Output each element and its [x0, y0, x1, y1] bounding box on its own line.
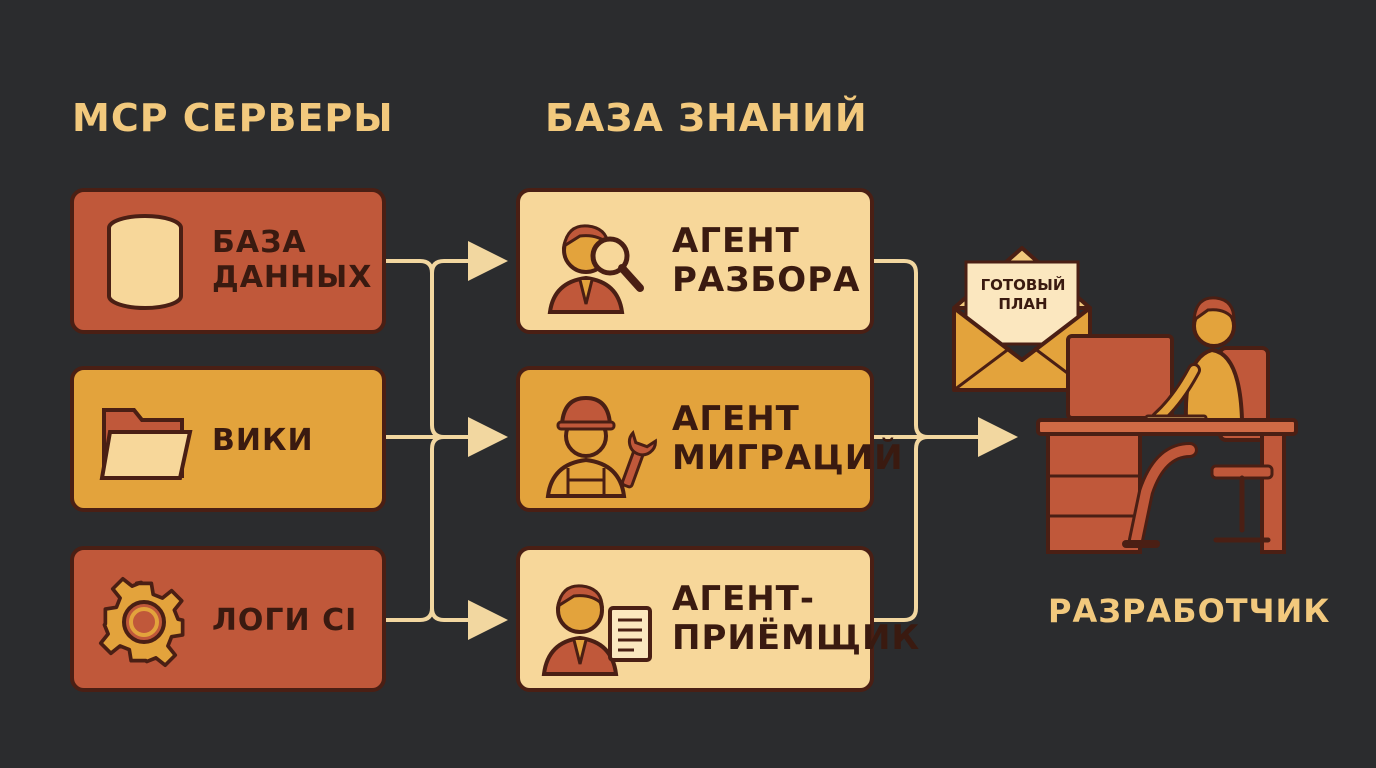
arrow-to-agent-1: [430, 241, 508, 281]
source-label-wiki: ВИКИ: [212, 423, 314, 458]
arrow-database: [384, 259, 446, 439]
developer-illustration: [952, 246, 1298, 554]
heading-mcp-servers: МСР СЕРВЕРЫ: [72, 96, 394, 140]
person-document-icon: [541, 584, 652, 676]
agent-label-migrations: АГЕНТ МИГРАЦИЙ: [672, 399, 904, 479]
folder-icon: [99, 408, 193, 480]
source-box-wiki: ВИКИ: [70, 366, 386, 512]
agent-label-acceptance: АГЕНТ- ПРИЁМЩИК: [672, 579, 921, 659]
envelope-text: ГОТОВЫЙ ПЛАН: [980, 276, 1066, 313]
arrow-to-agent-3: [430, 600, 508, 640]
source-label-database: БАЗА ДАННЫХ: [212, 225, 373, 295]
magnifier-person-icon: [547, 224, 644, 314]
gear-icon: [98, 576, 185, 668]
source-label-ci-logs: ЛОГИ CI: [212, 603, 358, 638]
agent-label-parsing: АГЕНТ РАЗБОРА: [672, 221, 861, 301]
source-box-ci-logs: ЛОГИ CI: [70, 546, 386, 692]
agent-box-acceptance: АГЕНТ- ПРИЁМЩИК: [516, 546, 919, 692]
worker-wrench-icon: [545, 395, 657, 498]
arrow-ci-logs: [384, 435, 446, 622]
heading-knowledge-base: БАЗА ЗНАНИЙ: [545, 96, 868, 140]
agent-box-parsing: АГЕНТ РАЗБОРА: [516, 188, 874, 334]
database-icon: [107, 214, 183, 310]
source-box-database: БАЗА ДАННЫХ: [70, 188, 386, 334]
arrow-agent-3-out: [872, 435, 930, 622]
developer-caption: РАЗРАБОТЧИК: [1048, 592, 1331, 630]
agent-box-migrations: АГЕНТ МИГРАЦИЙ: [516, 366, 903, 512]
